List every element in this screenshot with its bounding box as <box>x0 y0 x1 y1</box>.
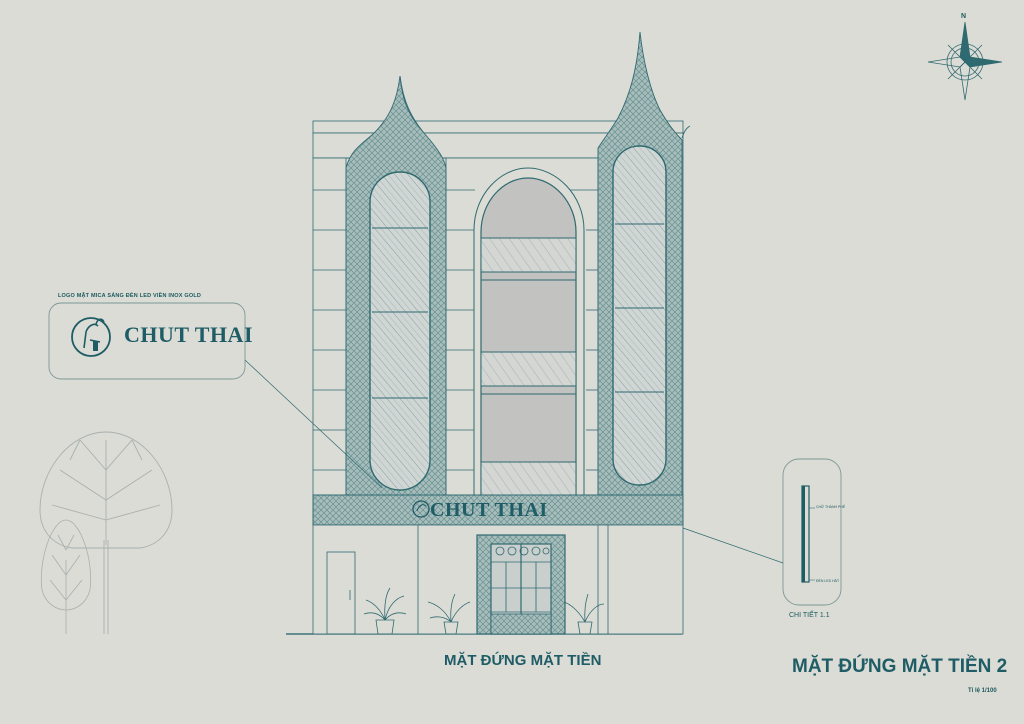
detail-note-top: CHỮ THÀNH PHÊ <box>816 505 846 509</box>
detail-note-bottom: ĐÈN LED HẮT <box>816 579 840 583</box>
logo-brand-text: CHUT THAI <box>124 322 254 347</box>
logo-callout <box>48 302 383 489</box>
sign-brand-text: CHUT THAI <box>430 499 548 521</box>
left-window <box>369 171 431 491</box>
compass-north-label: N <box>961 13 967 20</box>
logo-leader-line <box>244 359 383 489</box>
plant-pot-center <box>427 593 471 635</box>
sheet-title: MẶT ĐỨNG MẶT TIỀN 2 <box>792 656 1008 677</box>
detail-callout-box <box>782 458 842 606</box>
logo-emblem <box>71 317 111 357</box>
right-window <box>612 145 667 486</box>
sign-logo-emblem <box>412 500 430 518</box>
logo-annotation: LOGO MẶT MICA SÁNG ĐÈN LED VIỀN INOX GOL… <box>58 293 202 299</box>
detail-leader-line <box>682 527 784 564</box>
ground-floor <box>312 524 684 635</box>
center-arch-window <box>473 167 585 496</box>
sign-band <box>312 494 684 526</box>
compass-icon <box>927 21 1003 101</box>
detail-callout <box>682 458 842 606</box>
scale-label: Tỉ lệ 1/100 <box>968 688 997 694</box>
tree-large <box>39 431 173 634</box>
logo-callout-box <box>48 302 246 380</box>
left-tower <box>345 75 447 496</box>
left-wall <box>312 157 347 496</box>
elevation-title: MẶT ĐỨNG MẶT TIỀN <box>444 652 602 669</box>
tree-small <box>40 519 92 634</box>
detail-caption: CHI TIẾT 1.1 <box>789 612 830 619</box>
plant-pot-right <box>563 593 605 635</box>
right-tower <box>597 31 691 496</box>
plant-pot-left <box>363 587 407 635</box>
side-door <box>326 551 356 635</box>
